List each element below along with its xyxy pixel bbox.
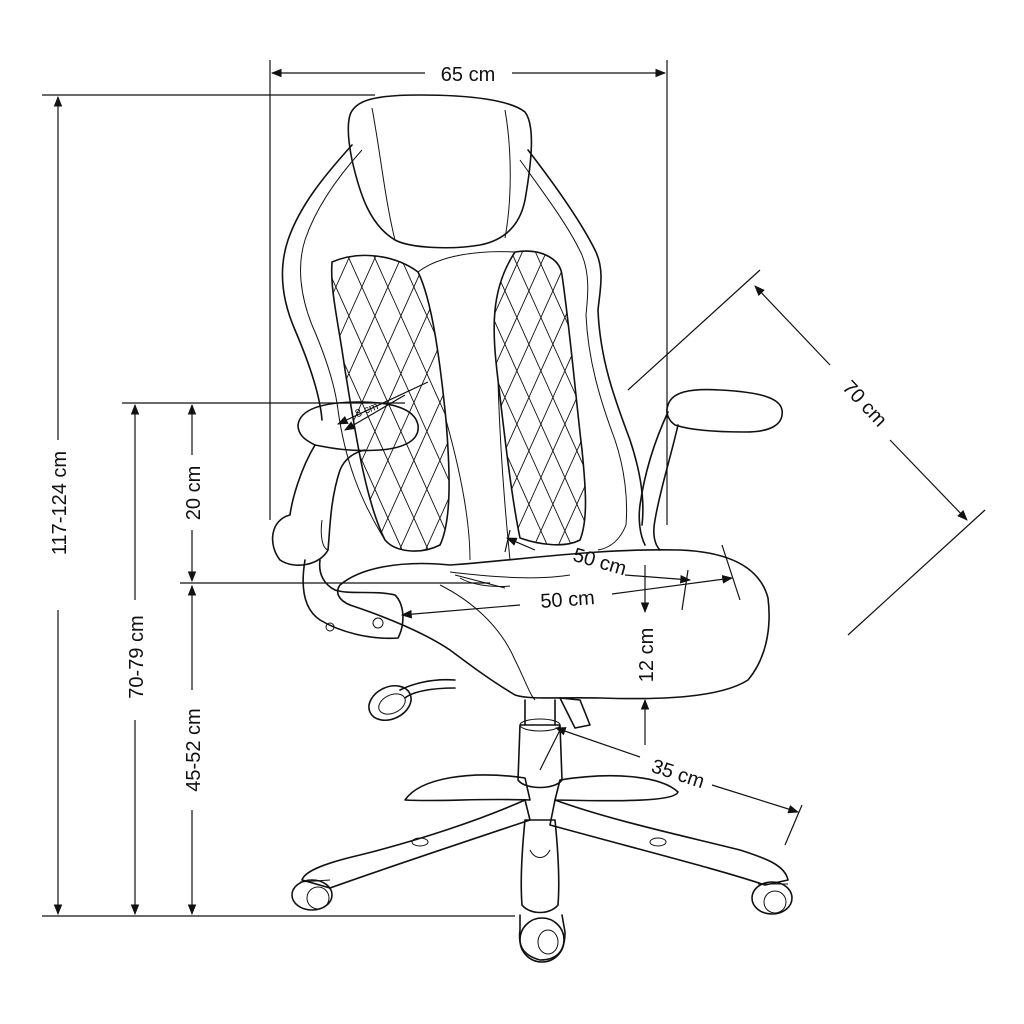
quilt-stitch bbox=[551, 245, 693, 560]
dim-back-lower: 20 cm bbox=[180, 403, 490, 584]
quilt-stitch bbox=[494, 251, 529, 545]
quilt-stitch bbox=[553, 251, 586, 545]
quilt-stitch bbox=[446, 255, 450, 552]
quilt-stitch bbox=[473, 245, 615, 560]
quilt-stitch bbox=[674, 240, 816, 555]
chair-illustration bbox=[194, 94, 1024, 963]
quilt-stitch bbox=[626, 240, 768, 555]
armrest-right bbox=[638, 388, 783, 551]
quilt-stitch bbox=[629, 245, 771, 560]
quilt-stitch bbox=[626, 240, 768, 555]
dim-seat-thickness: 12 cm bbox=[636, 565, 658, 745]
dim-overall-depth-label: 70 cm bbox=[838, 376, 891, 431]
dim-width-label: 65 cm bbox=[441, 64, 495, 86]
dim-arm-height-label: 70-79 cm bbox=[126, 615, 148, 698]
caster-front bbox=[518, 914, 566, 963]
quilt-stitch bbox=[499, 245, 641, 560]
quilt-stitch bbox=[603, 245, 745, 560]
quilted-panel-right bbox=[194, 240, 1024, 555]
caster-back-left bbox=[411, 837, 429, 847]
quilt-stitch bbox=[655, 245, 797, 560]
quilt-stitch bbox=[577, 251, 586, 545]
quilt-stitch bbox=[290, 240, 432, 555]
quilt-stitch bbox=[759, 245, 901, 560]
quilt-stitch bbox=[722, 240, 864, 555]
dim-arm-height: 70-79 cm bbox=[122, 402, 405, 916]
dim-total-height-label: 117-124 cm bbox=[49, 451, 71, 555]
quilt-stitch bbox=[266, 240, 408, 555]
quilt-stitch bbox=[290, 240, 432, 555]
quilt-stitch bbox=[473, 245, 615, 560]
quilt-stitch bbox=[394, 255, 450, 552]
seat bbox=[336, 548, 770, 701]
quilt-stitch bbox=[890, 240, 1024, 555]
quilt-stitch bbox=[818, 240, 960, 555]
quilt-stitch bbox=[331, 255, 382, 552]
quilt-stitch bbox=[194, 240, 336, 555]
quilt-stitch bbox=[722, 240, 864, 555]
quilt-stitch bbox=[494, 251, 553, 545]
quilt-stitch bbox=[866, 240, 1008, 555]
headrest bbox=[347, 94, 533, 249]
quilt-stitch bbox=[368, 255, 450, 552]
quilt-stitch bbox=[266, 240, 408, 555]
dim-seat-height: 45-52 cm bbox=[183, 584, 205, 916]
quilt-stitch bbox=[603, 245, 745, 560]
quilt-stitch bbox=[681, 245, 823, 560]
quilt-stitch bbox=[529, 251, 586, 545]
dimension-annotations: 65 cm 117-124 cm 70-79 cm 20 cm bbox=[42, 60, 986, 917]
quilt-stitch bbox=[420, 255, 450, 552]
quilt-stitch bbox=[577, 251, 586, 545]
quilt-stitch bbox=[629, 245, 771, 560]
quilt-stitch bbox=[446, 255, 450, 552]
caster-right bbox=[751, 881, 793, 915]
quilt-stitch bbox=[681, 245, 823, 560]
dim-seat-depth-label: 50 cm bbox=[540, 587, 596, 613]
dim-total-height: 117-124 cm bbox=[42, 94, 515, 917]
backrest bbox=[281, 144, 644, 551]
dim-base-radius-label: 35 cm bbox=[649, 755, 708, 793]
quilt-stitch bbox=[866, 240, 1008, 555]
five-star-base bbox=[291, 774, 793, 963]
quilt-stitch bbox=[890, 240, 1024, 555]
quilt-stitch bbox=[655, 245, 797, 560]
quilt-stitch bbox=[529, 251, 586, 545]
quilt-stitch bbox=[194, 240, 336, 555]
quilt-stitch bbox=[770, 240, 912, 555]
quilt-stitch bbox=[218, 240, 360, 555]
quilt-stitch bbox=[494, 251, 577, 545]
quilt-stitch bbox=[525, 245, 667, 560]
quilt-stitch bbox=[499, 245, 641, 560]
dim-overall-depth: 70 cm bbox=[627, 269, 986, 636]
dim-width: 65 cm bbox=[269, 60, 668, 525]
quilt-stitch bbox=[494, 251, 553, 545]
dim-seat-depth: 50 cm bbox=[400, 544, 741, 619]
quilt-stitch bbox=[674, 240, 816, 555]
dim-seat-height-label: 45-52 cm bbox=[183, 708, 205, 791]
quilt-stitch bbox=[525, 245, 667, 560]
quilt-stitch bbox=[818, 240, 960, 555]
gas-lift bbox=[368, 678, 591, 789]
quilt-stitch bbox=[577, 245, 719, 560]
caster-left bbox=[291, 879, 333, 911]
quilt-stitch bbox=[394, 255, 450, 552]
quilt-stitch bbox=[577, 245, 719, 560]
dim-back-lower-label: 20 cm bbox=[183, 466, 205, 520]
caster-back-right bbox=[649, 837, 667, 847]
quilt-stitch bbox=[551, 245, 693, 560]
quilt-stitch bbox=[770, 240, 912, 555]
dim-seat-thickness-label: 12 cm bbox=[636, 628, 658, 682]
quilt-stitch bbox=[759, 245, 901, 560]
quilt-stitch bbox=[218, 240, 360, 555]
